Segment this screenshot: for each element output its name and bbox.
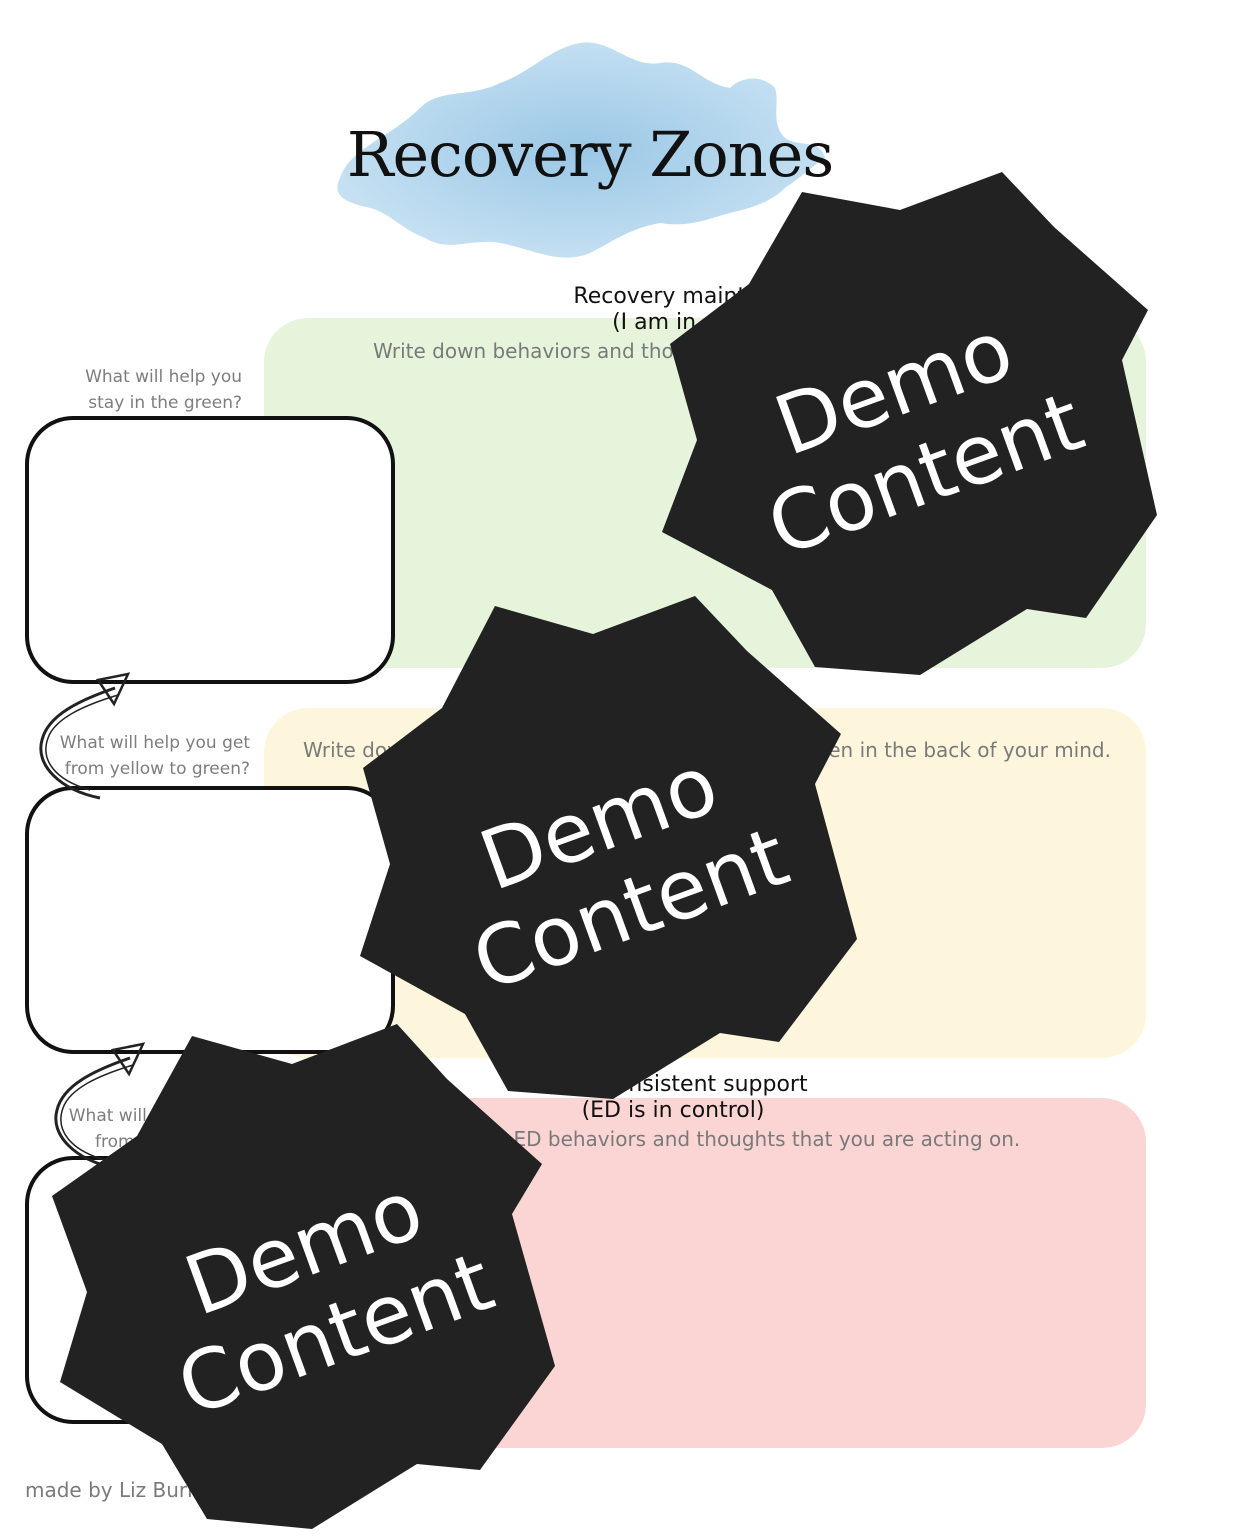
demo-watermark-star [52,1024,555,1529]
demo-watermark-star [662,172,1157,675]
question-green: What will help you stay in the green? [85,367,242,413]
curved-arrow-icon [54,1042,146,1170]
curved-arrow-icon [39,672,131,800]
yellow-answer-box[interactable] [25,786,395,1054]
question-yellow-to-green: What will help you get from yellow to gr… [59,733,250,779]
demo-watermark-star [360,596,857,1099]
green-answer-box[interactable] [25,416,395,684]
watercolor-cloud [337,42,825,258]
page-title: Recovery Zones [346,118,834,191]
red-zone-subtitle: (ED is in control) [581,1098,765,1123]
